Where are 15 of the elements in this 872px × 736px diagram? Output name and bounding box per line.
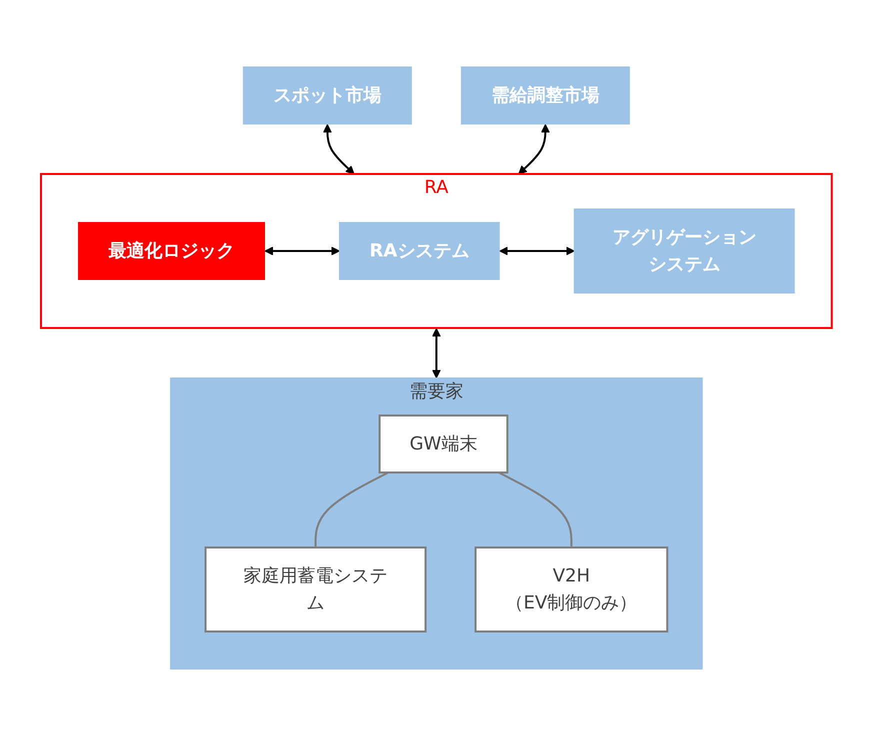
arrow (322, 124, 354, 174)
node-box: アグリゲーションシステム (573, 208, 794, 294)
node-box: 家庭用蓄電システム (204, 546, 426, 632)
arrow (518, 124, 550, 174)
arrow (498, 246, 574, 256)
node-box: 需給調整市場 (460, 66, 630, 124)
node-box: GW端末 (378, 414, 508, 474)
arrow (432, 328, 440, 378)
connector (498, 472, 572, 548)
node-box: 最適化ロジック (78, 222, 265, 280)
node-box: V2H （EV制御のみ） (474, 546, 668, 632)
node-box: スポット市場 (242, 66, 412, 124)
connector (314, 472, 388, 548)
node-box: RAシステム (338, 222, 500, 280)
arrow (264, 246, 340, 256)
